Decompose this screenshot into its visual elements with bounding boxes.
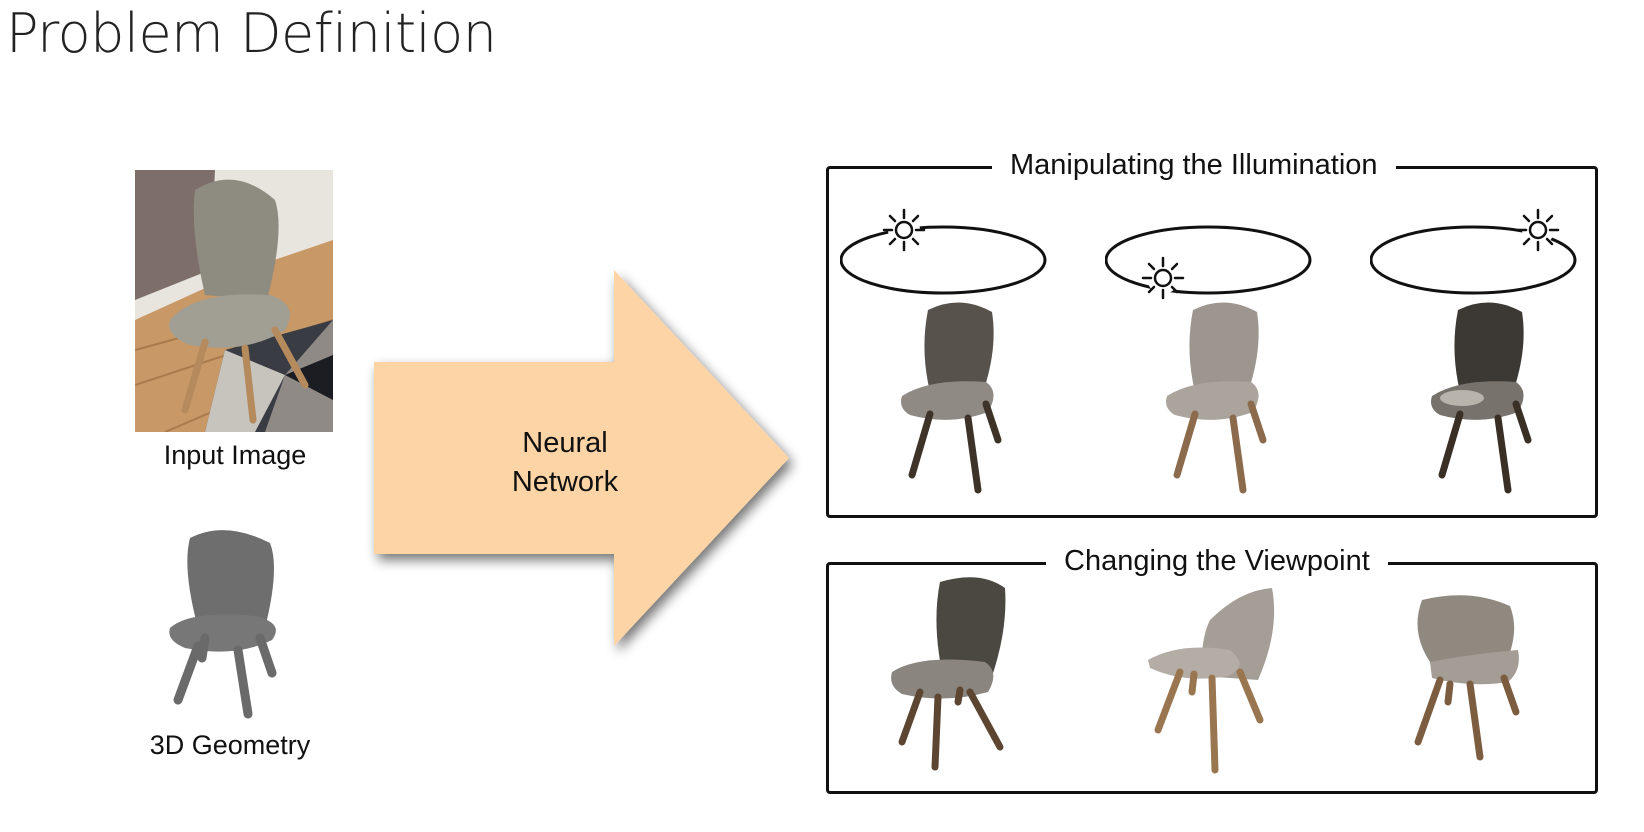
slide-title: Problem Definition — [6, 2, 497, 65]
sun-icon — [1516, 208, 1560, 252]
illumination-cell-2 — [1104, 200, 1335, 505]
neural-network-arrow — [364, 262, 804, 682]
geometry-render — [160, 528, 300, 728]
chair-render — [1431, 302, 1532, 494]
geometry-caption: 3D Geometry — [149, 730, 311, 760]
arrow-label-line1: Neural — [522, 427, 608, 459]
viewpoint-cell-1 — [880, 572, 1040, 787]
viewpoint-cell-3 — [1400, 592, 1560, 807]
input-image-caption: Input Image — [163, 440, 307, 470]
illumination-cell-3 — [1369, 200, 1600, 505]
illumination-cell-1 — [839, 200, 1070, 505]
illumination-title: Manipulating the Illumination — [992, 149, 1396, 182]
light-orbit — [839, 225, 1047, 295]
sun-icon — [1141, 256, 1185, 300]
chair-render — [901, 302, 1002, 494]
viewpoint-title: Changing the Viewpoint — [1046, 545, 1388, 578]
chair-render — [1166, 302, 1267, 494]
light-orbit — [1369, 225, 1577, 295]
light-orbit — [1104, 225, 1312, 295]
arrow-label-line2: Network — [511, 466, 619, 498]
sun-icon — [882, 208, 926, 252]
input-photo — [135, 170, 333, 432]
arrow-label: Neural Network — [480, 424, 650, 502]
viewpoint-cell-2 — [1140, 580, 1300, 795]
